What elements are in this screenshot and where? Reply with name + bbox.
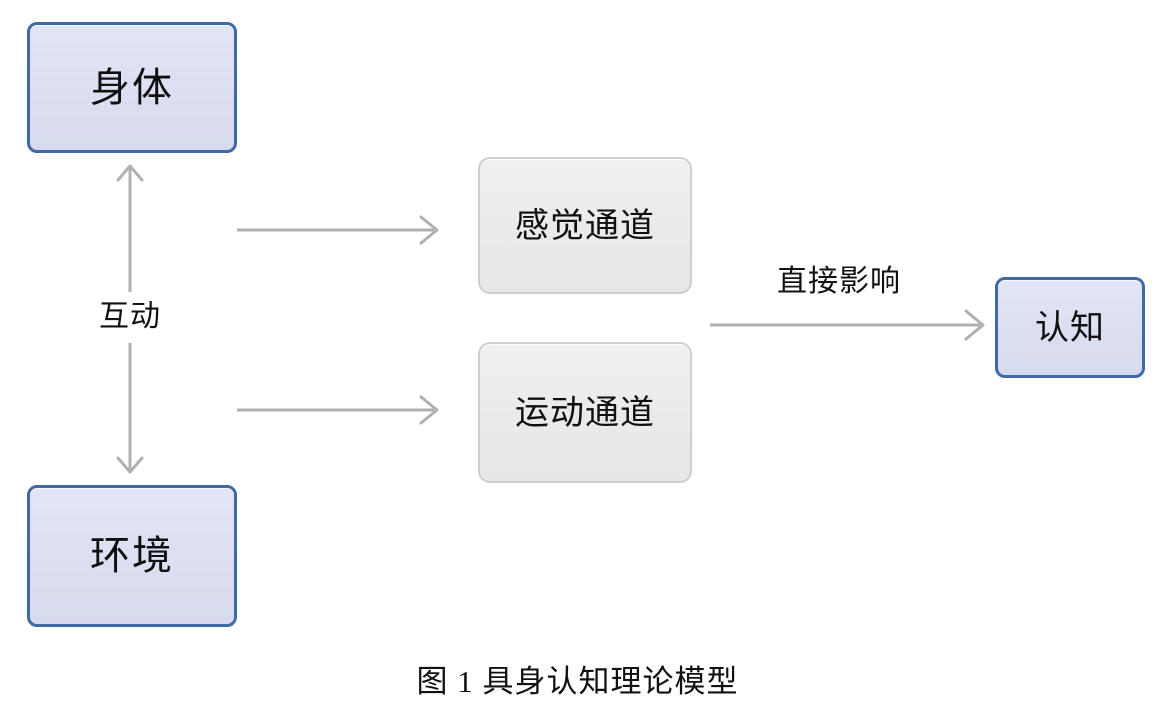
node-body[interactable]: 身体 xyxy=(27,22,237,153)
edge-label-interaction: 互动 xyxy=(99,300,161,333)
node-motor-channel-label: 运动通道 xyxy=(515,393,655,432)
node-sensory-channel[interactable]: 感觉通道 xyxy=(478,157,692,294)
edge-env-to-motor xyxy=(237,395,439,425)
edge-body-to-sensory xyxy=(237,215,439,245)
node-environment[interactable]: 环境 xyxy=(27,485,237,627)
node-environment-label: 环境 xyxy=(90,534,174,578)
node-cognition[interactable]: 认知 xyxy=(995,277,1145,378)
figure-caption: 图 1 具身认知理论模型 xyxy=(416,664,739,699)
edge-label-direct-influence: 直接影响 xyxy=(777,265,901,298)
edge-channels-to-cognition xyxy=(710,309,985,341)
node-body-label: 身体 xyxy=(90,65,174,110)
node-cognition-label: 认知 xyxy=(1035,308,1105,347)
node-sensory-channel-label: 感觉通道 xyxy=(515,206,655,245)
node-motor-channel[interactable]: 运动通道 xyxy=(478,342,692,483)
